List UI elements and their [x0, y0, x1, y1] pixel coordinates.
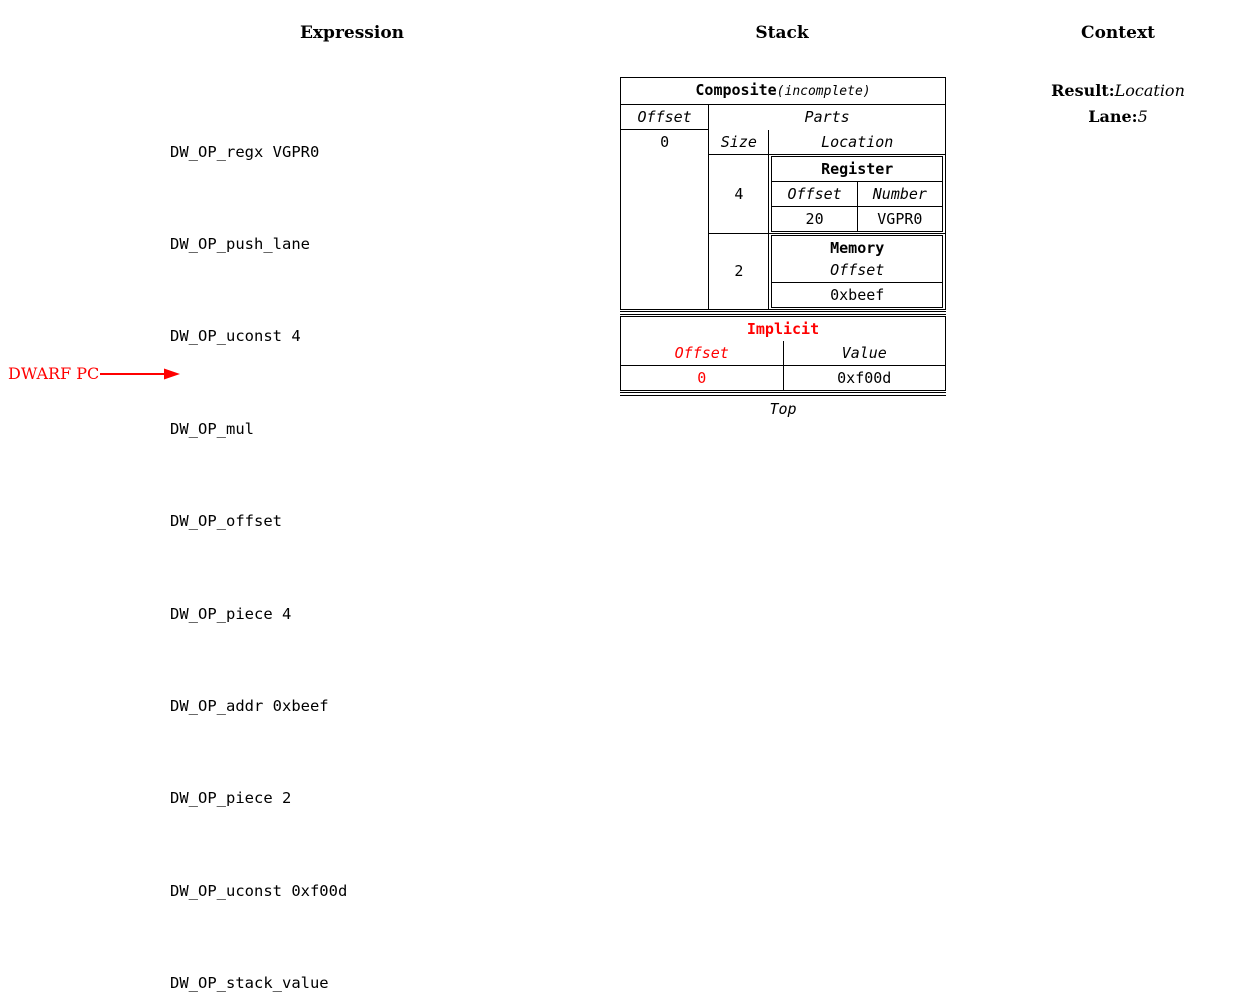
memory-value-row: 0xbeef — [772, 282, 943, 307]
context-value: Location — [1114, 81, 1185, 100]
composite-header-row-2: 0 Size Location — [620, 129, 946, 309]
composite-title-suffix: (incomplete) — [776, 84, 871, 99]
dwarf-pc-marker: DWARF PC — [8, 362, 182, 386]
expression-line: DW_OP_uconst 0xf00d — [170, 881, 348, 900]
context-value: 5 — [1137, 107, 1148, 126]
register-title-row: Register — [771, 156, 943, 182]
composite-part-row: 4 Register Offset Number — [621, 154, 946, 234]
composite-table: Composite(incomplete) Offset Parts 0 Siz… — [620, 77, 946, 310]
expression-line: DW_OP_push_lane — [170, 234, 310, 253]
arrow-right-icon — [100, 368, 181, 380]
expression-list: DW_OP_regx VGPR0 DW_OP_push_lane DW_OP_u… — [170, 75, 347, 1000]
context-row-lane: Lane:5 — [1018, 104, 1218, 130]
memory-title-row: Memory — [772, 235, 943, 259]
composite-size-header: Size — [708, 129, 770, 155]
stack-area: Composite(incomplete) Offset Parts 0 Siz… — [620, 77, 946, 420]
memory-title: Memory — [830, 238, 885, 257]
memory-offset-value: 0xbeef — [830, 285, 885, 304]
context-key: Result: — [1051, 81, 1115, 100]
memory-location-table: Memory Offset 0xbeef — [771, 234, 943, 308]
column-header-stack: Stack — [755, 23, 809, 43]
register-location-table: Register Offset Number 20 VGPR0 — [771, 155, 943, 232]
expression-line: DW_OP_offset — [170, 512, 282, 531]
expression-line: DW_OP_mul — [170, 419, 254, 438]
dwarf-pc-label: DWARF PC — [8, 364, 100, 383]
part-location: Register Offset Number 20 VGPR0 — [768, 154, 946, 234]
column-header-context: Context — [1081, 23, 1155, 43]
register-offset-header: Offset — [771, 181, 858, 207]
composite-location-header: Location — [768, 129, 946, 155]
stack-top-label: Top — [769, 399, 797, 418]
part-size: 2 — [708, 233, 770, 309]
stack-entry-divider — [620, 310, 946, 315]
composite-offset-header: Offset — [620, 104, 710, 130]
composite-parts-header: Parts — [804, 108, 850, 127]
composite-title: Composite — [695, 81, 777, 99]
implicit-value-header: Value — [783, 340, 946, 366]
expression-line: DW_OP_piece 2 — [170, 789, 292, 808]
register-title: Register — [771, 156, 943, 182]
expression-line: DW_OP_stack_value — [170, 974, 329, 993]
memory-header-row: Offset — [771, 258, 943, 283]
composite-header-row-1: Offset Parts — [620, 104, 946, 130]
register-number-value: VGPR0 — [877, 209, 923, 228]
implicit-title-row: Implicit — [621, 316, 946, 341]
context-block: Result:Location Lane:5 — [1018, 78, 1218, 130]
implicit-value-value: 0xf00d — [837, 368, 892, 387]
implicit-header-row: Offset Value — [620, 340, 946, 366]
column-header-expression: Expression — [299, 23, 405, 43]
context-key: Lane: — [1088, 107, 1138, 126]
register-number-header: Number — [857, 181, 943, 207]
part-size: 4 — [708, 154, 770, 234]
implicit-offset-value: 0 — [620, 365, 784, 390]
expression-line: DW_OP_addr 0xbeef — [170, 696, 329, 715]
memory-offset-header: Offset — [771, 258, 943, 283]
expression-line: DW_OP_piece 4 — [170, 604, 292, 623]
register-value-row: 20 VGPR0 — [771, 206, 943, 231]
implicit-table: Implicit Offset Value 0 0xf00d — [620, 315, 946, 391]
context-row-result: Result:Location — [1018, 78, 1218, 104]
implicit-title: Implicit — [746, 319, 820, 338]
composite-part-row: 2 Memory Offset 0xbeef — [621, 233, 946, 309]
expression-line: DW_OP_regx VGPR0 — [170, 142, 320, 161]
register-header-row: Offset Number — [771, 181, 943, 207]
composite-title-cell: Composite(incomplete) — [620, 77, 946, 105]
composite-offset-value: 0 — [620, 129, 710, 309]
part-location: Memory Offset 0xbeef — [769, 233, 946, 309]
expression-line: DW_OP_uconst 4 — [170, 327, 301, 346]
stack-bottom-divider — [620, 391, 946, 396]
implicit-offset-header: Offset — [620, 340, 784, 366]
register-offset-value: 20 — [771, 206, 858, 231]
composite-title-row: Composite(incomplete) — [620, 77, 946, 105]
implicit-value-row: 0 0xf00d — [620, 365, 946, 390]
